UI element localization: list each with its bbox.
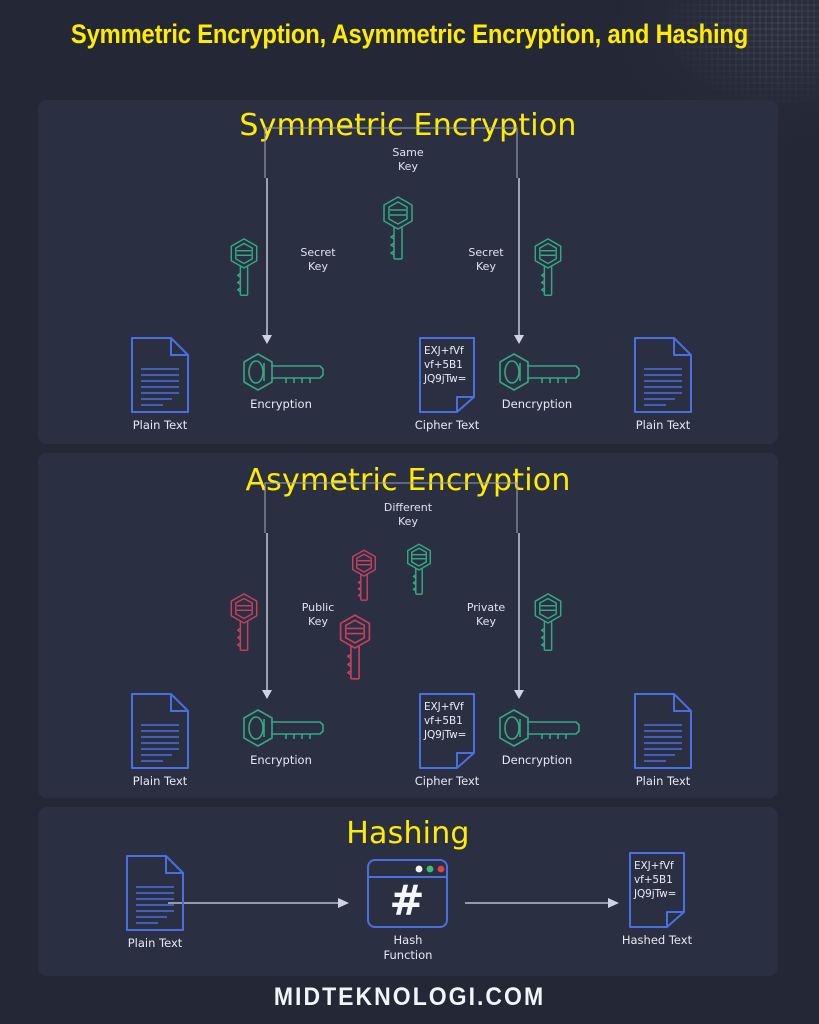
cipher-text-content: EXJ+fVf vf+5B1 JQ9jTw=: [424, 345, 467, 385]
document-icon-plaintext-in: [131, 337, 189, 413]
public-key-label: Public Key: [301, 601, 335, 629]
key-horizontal-icon-encryption: [243, 709, 324, 747]
page-title: Symmetric Encryption, Asymmetric Encrypt…: [70, 19, 749, 49]
secret-key-label-left: Secret Key: [300, 246, 336, 274]
label-plaintext-in: Plain Text: [132, 774, 188, 788]
hashed-text-content: EXJ+fVf vf+5B1 JQ9jTw=: [634, 860, 677, 900]
key-horizontal-icon-encryption: [243, 353, 324, 391]
flow-connectors-asymmetric: [262, 482, 524, 699]
key-vertical-icon-center-teal-small: [406, 543, 432, 595]
panel-title-hashing: Hashing: [346, 816, 470, 851]
key-vertical-icon-right: [534, 238, 562, 296]
key-vertical-icon-public: [230, 593, 258, 651]
cipher-text-content: EXJ+fVf vf+5B1 JQ9jTw=: [424, 701, 467, 741]
key-vertical-icon-private: [534, 593, 562, 651]
window-dot-green: [426, 865, 434, 873]
label-decryption: Dencryption: [501, 753, 573, 767]
key-vertical-icon-left: [230, 238, 258, 296]
label-plaintext-out: Plain Text: [635, 418, 691, 432]
label-hash-function: Hash Function: [383, 933, 433, 962]
key-vertical-icon-center-red-small: [351, 549, 377, 601]
window-dot-white: [415, 865, 423, 873]
label-hashed-text: Hashed Text: [621, 933, 693, 947]
panel-symmetric-encryption: Symmetric Encryption Same Key: [38, 100, 778, 444]
hashed-document-icon: [629, 852, 685, 928]
key-horizontal-icon-decryption: [499, 353, 580, 391]
document-icon-plaintext-in: [131, 693, 189, 769]
label-encryption: Encryption: [250, 753, 312, 767]
same-key-note: Same Key: [392, 146, 424, 174]
label-plaintext-in: Plain Text: [132, 418, 188, 432]
panel-title-asymmetric: Asymetric Encryption: [245, 463, 571, 498]
window-dot-red: [437, 865, 445, 873]
flow-connectors-hashing: [168, 898, 619, 908]
document-icon-plaintext: [126, 855, 184, 931]
label-plaintext-out: Plain Text: [635, 774, 691, 788]
svg-text:#: #: [389, 876, 424, 925]
different-key-note: Different Key: [383, 501, 433, 529]
key-vertical-icon-center-red-large: [339, 614, 371, 680]
label-encryption: Encryption: [250, 397, 312, 411]
hash-window-icon: #: [367, 859, 448, 928]
label-decryption: Dencryption: [501, 397, 573, 411]
private-key-label: Private Key: [466, 601, 506, 629]
key-vertical-icon-center: [383, 196, 413, 260]
footer-brand: MIDTEKNOLOGI.COM: [273, 983, 546, 1011]
cipher-document-icon: [419, 693, 475, 769]
panel-hashing: Hashing Plain Text: [38, 807, 778, 976]
panel-title-symmetric: Symmetric Encryption: [239, 108, 577, 143]
panel-asymmetric-encryption: Asymetric Encryption Different Key: [38, 453, 778, 798]
label-cipher-text: Cipher Text: [414, 774, 480, 788]
document-icon-plaintext-out: [634, 693, 692, 769]
secret-key-label-right: Secret Key: [468, 246, 504, 274]
flow-connectors-symmetric: [262, 127, 524, 344]
key-horizontal-icon-decryption: [499, 709, 580, 747]
document-icon-plaintext-out: [634, 337, 692, 413]
label-plaintext: Plain Text: [127, 936, 183, 950]
cipher-document-icon: [419, 337, 475, 413]
label-cipher-text: Cipher Text: [414, 418, 480, 432]
